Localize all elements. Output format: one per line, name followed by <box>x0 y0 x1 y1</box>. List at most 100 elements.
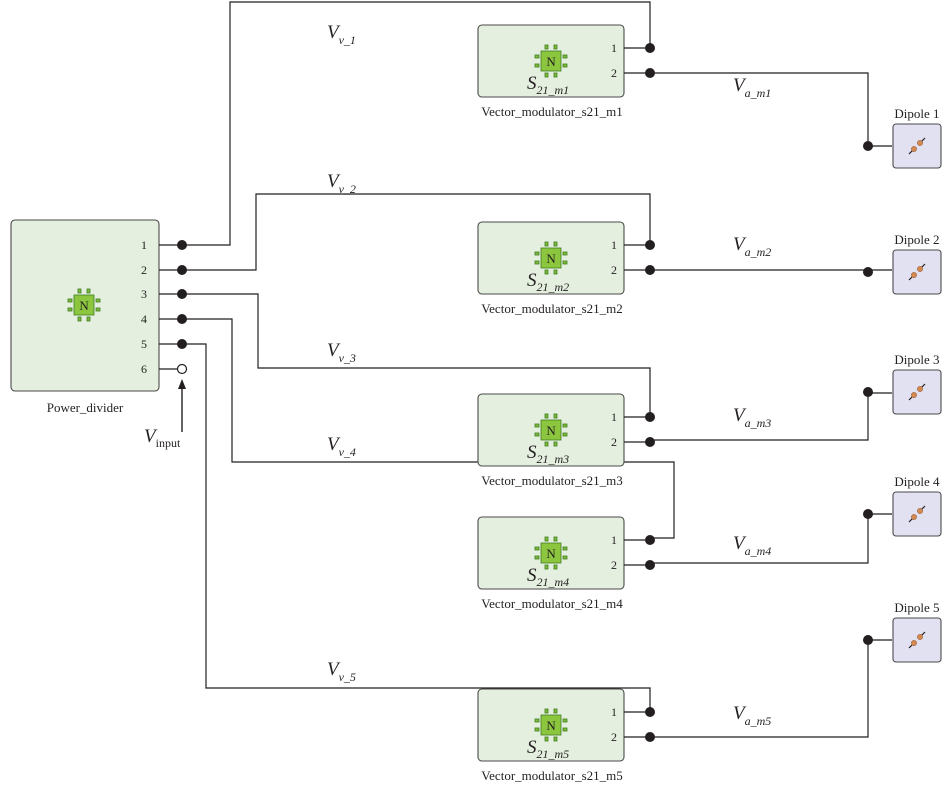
pd-pin-2[interactable] <box>177 265 187 275</box>
v-am1-label: Va_m1 <box>733 75 771 100</box>
wire-v4 <box>182 318 675 539</box>
dipole-antenna-icon <box>908 505 926 523</box>
dipole-body[interactable] <box>892 123 942 169</box>
modulator-s-param-label: S21_m2 <box>527 270 569 294</box>
wire-v1 <box>182 1 651 246</box>
chip-letter: N <box>546 546 556 561</box>
modulator-pin-2[interactable] <box>645 265 655 275</box>
dipole-3[interactable]: Dipole 3 <box>863 352 942 415</box>
modulator-pin-2[interactable] <box>645 437 655 447</box>
modulator-pin-2[interactable] <box>645 732 655 742</box>
power-divider-label: Power_divider <box>47 400 124 415</box>
wire-v2 <box>182 193 651 271</box>
chip-letter: N <box>79 298 89 313</box>
v-input-label: Vinput <box>144 426 181 450</box>
v-v4-label: Vv_4 <box>327 434 356 459</box>
modulator-port-2: 2 <box>611 435 617 449</box>
power-divider-block[interactable]: N 1 2 3 4 5 6 Power_divider <box>10 219 188 415</box>
dipole-2[interactable]: Dipole 2 <box>863 232 942 295</box>
n-port-chip-icon: N <box>534 708 568 742</box>
v-v2-label: Vv_2 <box>327 171 356 196</box>
vector-modulators: NS21_m112Vector_modulator_s21_m1NS21_m21… <box>477 24 655 783</box>
modulator-pin-2[interactable] <box>645 68 655 78</box>
modulator-s-param-label: S21_m5 <box>527 737 569 761</box>
modulator-label: Vector_modulator_s21_m1 <box>481 104 623 119</box>
dipole-4[interactable]: Dipole 4 <box>863 474 942 537</box>
dipole-antenna-icon <box>908 383 926 401</box>
dipole-body[interactable] <box>892 617 942 663</box>
power-divider-port-1: 1 <box>141 238 147 252</box>
pd-pin-5[interactable] <box>177 339 187 349</box>
dipoles: Dipole 1 Dipole 2 Dipole 3 Dipole 4 Dipole 5 <box>863 106 942 663</box>
n-port-chip-icon: N <box>534 536 568 570</box>
power-divider-port-6: 6 <box>141 362 147 376</box>
dipole-1[interactable]: Dipole 1 <box>863 106 942 169</box>
n-port-chip-icon: N <box>67 288 101 322</box>
dipole-label: Dipole 5 <box>894 600 939 615</box>
dipole-pin[interactable] <box>863 141 873 151</box>
modulator-s-param-label: S21_m3 <box>527 442 569 466</box>
wire-am4 <box>650 514 869 564</box>
v-am3-label: Va_m3 <box>733 405 771 430</box>
chip-letter: N <box>546 423 556 438</box>
modulator-label: Vector_modulator_s21_m2 <box>481 301 623 316</box>
modulator-pin-1[interactable] <box>645 535 655 545</box>
dipole-label: Dipole 4 <box>894 474 940 489</box>
v-am5-label: Va_m5 <box>733 703 771 728</box>
modulator-port-1: 1 <box>611 238 617 252</box>
wire-am1 <box>650 72 869 146</box>
dipole-antenna-icon <box>908 137 926 155</box>
v-v3-label: Vv_3 <box>327 340 356 365</box>
modulator-port-2: 2 <box>611 558 617 572</box>
pd-pin-1[interactable] <box>177 240 187 250</box>
dipole-body[interactable] <box>892 369 942 415</box>
power-divider-port-4: 4 <box>141 312 147 326</box>
modulator-pin-1[interactable] <box>645 707 655 717</box>
modulator-label: Vector_modulator_s21_m4 <box>481 596 623 611</box>
modulator-pin-1[interactable] <box>645 43 655 53</box>
dipole-pin[interactable] <box>863 267 873 277</box>
modulator-port-1: 1 <box>611 41 617 55</box>
modulator-port-1: 1 <box>611 533 617 547</box>
wire-am3 <box>650 393 869 441</box>
wire-v3 <box>182 293 651 416</box>
wire-am5 <box>650 640 869 738</box>
dipole-pin[interactable] <box>863 509 873 519</box>
v-am2-label: Va_m2 <box>733 234 771 259</box>
modulator-port-1: 1 <box>611 705 617 719</box>
dipole-antenna-icon <box>908 263 926 281</box>
dipole-antenna-icon <box>908 631 926 649</box>
dipole-label: Dipole 3 <box>894 352 939 367</box>
chip-letter: N <box>546 251 556 266</box>
modulator-pin-1[interactable] <box>645 240 655 250</box>
dipole-pin[interactable] <box>863 387 873 397</box>
pd-pin-3[interactable] <box>177 289 187 299</box>
dipole-5[interactable]: Dipole 5 <box>863 600 942 663</box>
dipole-body[interactable] <box>892 491 942 537</box>
pd-pin-4[interactable] <box>177 314 187 324</box>
pd-pin-6-open[interactable] <box>176 363 188 375</box>
power-divider-port-5: 5 <box>141 337 147 351</box>
modulator-port-2: 2 <box>611 263 617 277</box>
dipole-body[interactable] <box>892 249 942 295</box>
modulator-pin-2[interactable] <box>645 560 655 570</box>
input-indicator: Vinput <box>144 379 186 450</box>
dipole-pin[interactable] <box>863 635 873 645</box>
v-am4-label: Va_m4 <box>733 533 771 558</box>
modulator-pin-1[interactable] <box>645 412 655 422</box>
modulator-port-1: 1 <box>611 410 617 424</box>
modulator-label: Vector_modulator_s21_m5 <box>481 768 623 783</box>
power-divider-port-3: 3 <box>141 287 147 301</box>
chip-letter: N <box>546 54 556 69</box>
chip-letter: N <box>546 718 556 733</box>
dipole-label: Dipole 1 <box>894 106 939 121</box>
modulator-port-2: 2 <box>611 66 617 80</box>
n-port-chip-icon: N <box>534 44 568 78</box>
